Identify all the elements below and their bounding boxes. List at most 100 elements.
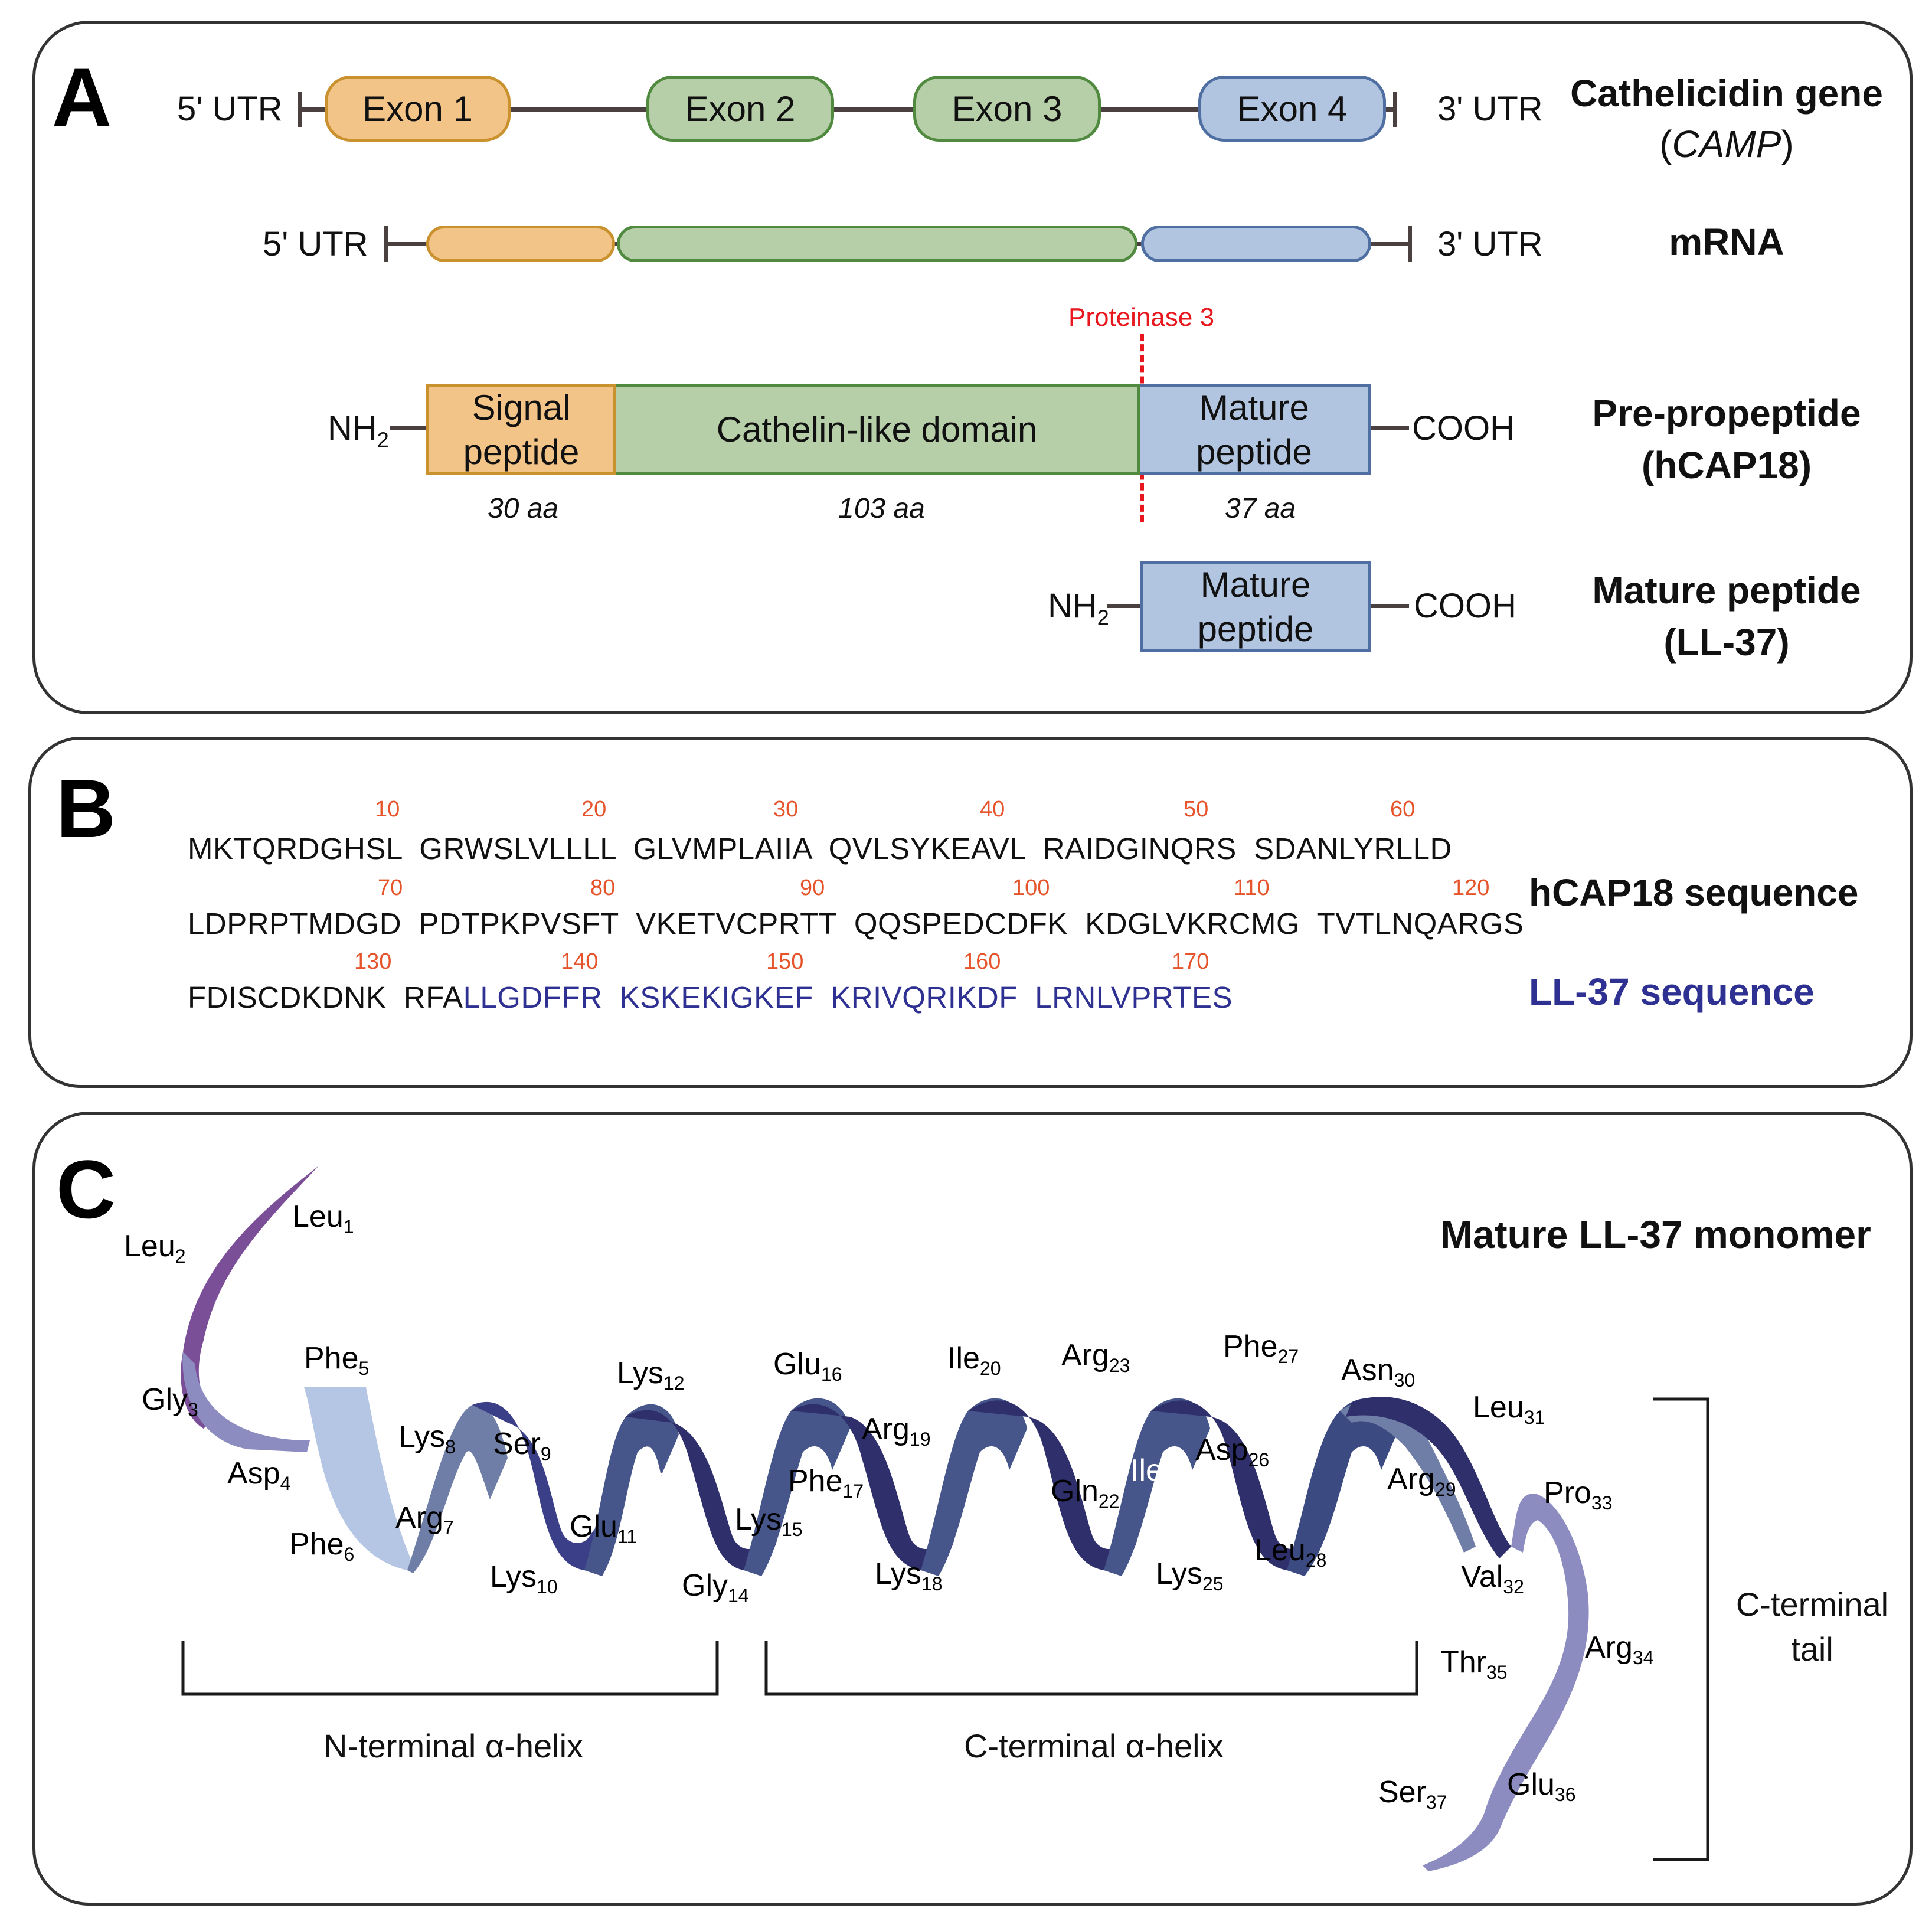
helix-turn-6	[791, 1404, 956, 1570]
residue-name: Asn	[1341, 1353, 1394, 1387]
residue-number: 2	[175, 1246, 186, 1267]
residue-number: 27	[1277, 1346, 1299, 1368]
gene-backbone	[298, 107, 1396, 112]
hcap18-seq-row3-prefix: FDISCDKDNK RFA	[188, 981, 463, 1014]
residue-label: Leu28	[1254, 1535, 1326, 1570]
prepro-mature-line1: Mature	[1199, 387, 1309, 427]
mature-nh2-label: NH2	[1048, 587, 1109, 630]
residue-label: Phe5	[304, 1343, 369, 1378]
residue-label: Arg7	[395, 1502, 454, 1537]
residue-number: 37	[1426, 1792, 1447, 1813]
residue-number: 30	[1394, 1370, 1416, 1391]
residue-number: 15	[782, 1519, 803, 1541]
residue-label: Ser9	[493, 1429, 551, 1463]
residue-label: Glu16	[773, 1349, 842, 1384]
c-tail-label-line2: tail	[1791, 1630, 1833, 1668]
prepro-cooh-label: COOH	[1412, 409, 1515, 447]
residue-name: Ser	[1378, 1775, 1426, 1809]
residue-name: Glu	[1507, 1767, 1555, 1802]
residue-number: 20	[979, 1358, 1001, 1380]
residue-number: 12	[663, 1373, 685, 1394]
sequence-position-number: 170	[1172, 949, 1209, 974]
residue-name: Val	[971, 1507, 1014, 1541]
mature-title-line1: Mature peptide	[1592, 569, 1861, 612]
residue-name: Arg	[1387, 1462, 1435, 1496]
residue-number: 36	[1554, 1784, 1576, 1806]
prepro-mature-line2: peptide	[1196, 432, 1312, 472]
residue-name: Lys	[617, 1356, 663, 1390]
residue-name: Lys	[735, 1502, 782, 1537]
residue-number: 22	[1098, 1491, 1120, 1512]
residue-label: Ser37	[1378, 1777, 1447, 1812]
residue-label: Lys15	[735, 1504, 803, 1539]
residue-number: 21	[1013, 1523, 1034, 1545]
residue-name: Pro	[1544, 1476, 1591, 1510]
signal-line2: peptide	[463, 432, 580, 472]
prepro-title-line1: Pre-propeptide	[1592, 392, 1861, 434]
mrna-3utr-label: 3' UTR	[1437, 225, 1543, 263]
c-tail-label: C-terminal tail	[1735, 1588, 1889, 1666]
helix-turn-3	[584, 1404, 679, 1576]
len-cathelin: 103 aa	[838, 493, 925, 524]
helix-turn-9	[1104, 1398, 1210, 1576]
c-tail-bracket	[1653, 1397, 1709, 1861]
gene-title-line2: (CAMP)	[1659, 123, 1794, 165]
residue-label: Gly14	[682, 1570, 749, 1605]
prepro-nh2-label: NH2	[328, 409, 389, 452]
helix-turn-10	[1151, 1400, 1322, 1570]
sequence-position-number: 40	[980, 797, 1005, 822]
residue-label: Glu36	[1507, 1769, 1576, 1804]
residue-label: Arg34	[1585, 1632, 1654, 1667]
residue-name: Val	[1461, 1560, 1503, 1594]
residue-label: Ile20	[947, 1343, 1001, 1378]
residue-label: Phe17	[788, 1466, 864, 1501]
residue-name: Lys	[875, 1557, 921, 1591]
residue-label: Glu11	[570, 1511, 637, 1546]
residue-label: Val21	[971, 1508, 1034, 1543]
residue-name: Gln	[1051, 1474, 1099, 1508]
exon-1-label: Exon 1	[362, 89, 473, 129]
residue-label: Gln22	[1051, 1476, 1120, 1511]
residue-name: Ser	[493, 1427, 541, 1461]
residue-label: Ile13	[638, 1464, 691, 1499]
exon-2: Exon 2	[646, 76, 834, 142]
residue-label: Val32	[1461, 1561, 1524, 1596]
sequence-position-number: 70	[378, 875, 403, 900]
residue-name: Lys	[1156, 1557, 1202, 1591]
residue-name: Gly	[682, 1568, 728, 1603]
hcap18-seq-row2: LDPRPTMDGD PDTPKPVSFT VKETVCPRTT QQSPEDC…	[188, 907, 1524, 940]
sequence-position-number: 60	[1390, 797, 1416, 822]
helix-turn-1	[407, 1404, 508, 1573]
residue-name: Phe	[1223, 1329, 1278, 1364]
residue-number: 14	[728, 1585, 749, 1607]
residue-name: Lys	[490, 1560, 537, 1594]
residue-label: Leu2	[124, 1231, 186, 1266]
residue-label: Arg23	[1061, 1340, 1130, 1375]
residue-name: Ile	[1130, 1453, 1163, 1488]
residue-number: 19	[909, 1429, 931, 1450]
sequence-position-number: 80	[590, 875, 616, 900]
sequence-position-number: 50	[1184, 797, 1209, 822]
residue-number: 35	[1486, 1662, 1508, 1684]
sequence-position-number: 100	[1012, 875, 1050, 900]
residue-name: Arg	[1585, 1630, 1633, 1665]
residue-number: 6	[344, 1544, 355, 1566]
residue-name: Arg	[1061, 1338, 1109, 1373]
proteinase-3-label: Proteinase 3	[1068, 303, 1215, 332]
helix-turn-8	[968, 1400, 1139, 1570]
residue-number: 28	[1305, 1550, 1327, 1571]
residue-label: Asn30	[1341, 1355, 1415, 1390]
sequence-position-number: 120	[1452, 875, 1490, 900]
residue-label: Lys12	[617, 1358, 685, 1393]
residue-name: Phe	[304, 1341, 359, 1375]
residue-number: 9	[540, 1443, 551, 1465]
residue-number: 5	[358, 1358, 370, 1380]
residue-number: 33	[1591, 1492, 1613, 1514]
residue-number: 18	[921, 1573, 943, 1595]
residue-name: Glu	[773, 1347, 821, 1381]
c-helix-bracket	[764, 1641, 1418, 1696]
residue-label: Asp4	[227, 1458, 290, 1493]
panel-b-label: B	[56, 762, 116, 855]
mrna-3utr-cap	[1408, 226, 1412, 262]
